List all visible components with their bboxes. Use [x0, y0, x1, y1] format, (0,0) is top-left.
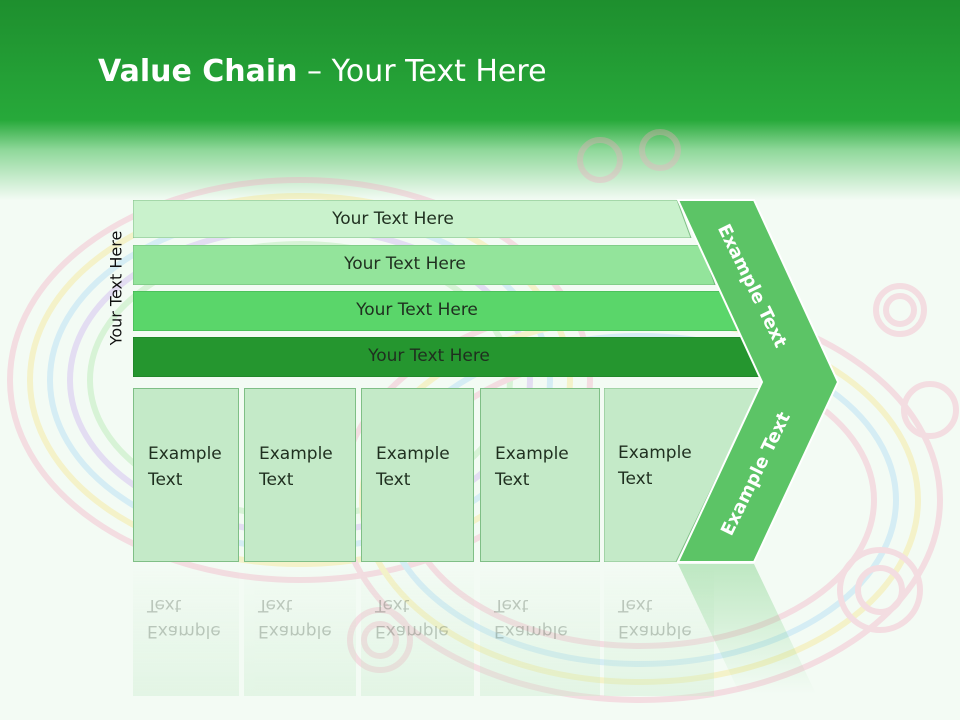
activity-box-4-label: Example Text	[495, 444, 569, 490]
bar-row-4: Your Text Here	[133, 337, 765, 377]
activity-box-5-slant	[604, 388, 761, 562]
reflection-3-text: Example Text	[375, 595, 449, 641]
activity-box-1-label: Example Text	[148, 444, 222, 490]
activity-box-4: Example Text	[480, 388, 600, 562]
reflection-3: Example Text	[361, 566, 474, 696]
reflection-1: Example Text	[133, 566, 239, 696]
activity-box-2: Example Text	[244, 388, 356, 562]
page-title-bold: Value Chain	[98, 54, 298, 89]
activity-box-1: Example Text	[133, 388, 239, 562]
reflection-4-text: Example Text	[494, 595, 568, 641]
bar-row-3-label: Your Text Here	[356, 300, 478, 320]
side-label: Your Text Here	[106, 230, 126, 346]
margin-chevron	[676, 199, 840, 563]
reflection-2-text: Example Text	[258, 595, 332, 641]
bar-row-3: Your Text Here	[133, 291, 741, 331]
page-title-rest: – Your Text Here	[297, 54, 547, 89]
bar-row-2-label: Your Text Here	[344, 254, 466, 274]
bar-row-4-label: Your Text Here	[368, 346, 490, 366]
activity-box-3: Example Text	[361, 388, 474, 562]
activity-box-5-text-label: Example Text	[618, 443, 692, 489]
reflection-1-text: Example Text	[147, 595, 221, 641]
activity-box-3-label: Example Text	[376, 444, 450, 490]
margin-chevron-reflection	[678, 564, 816, 694]
bar-row-1: Your Text Here	[133, 200, 693, 238]
page-title: Value Chain – Your Text Here	[98, 54, 547, 89]
bar-row-1-label: Your Text Here	[332, 209, 454, 229]
activity-box-5-text: Example Text	[604, 388, 692, 562]
bar-row-2: Your Text Here	[133, 245, 717, 285]
title-banner	[0, 0, 960, 200]
activity-box-2-label: Example Text	[259, 444, 333, 490]
reflection-4: Example Text	[480, 566, 600, 696]
reflection-2: Example Text	[244, 566, 356, 696]
